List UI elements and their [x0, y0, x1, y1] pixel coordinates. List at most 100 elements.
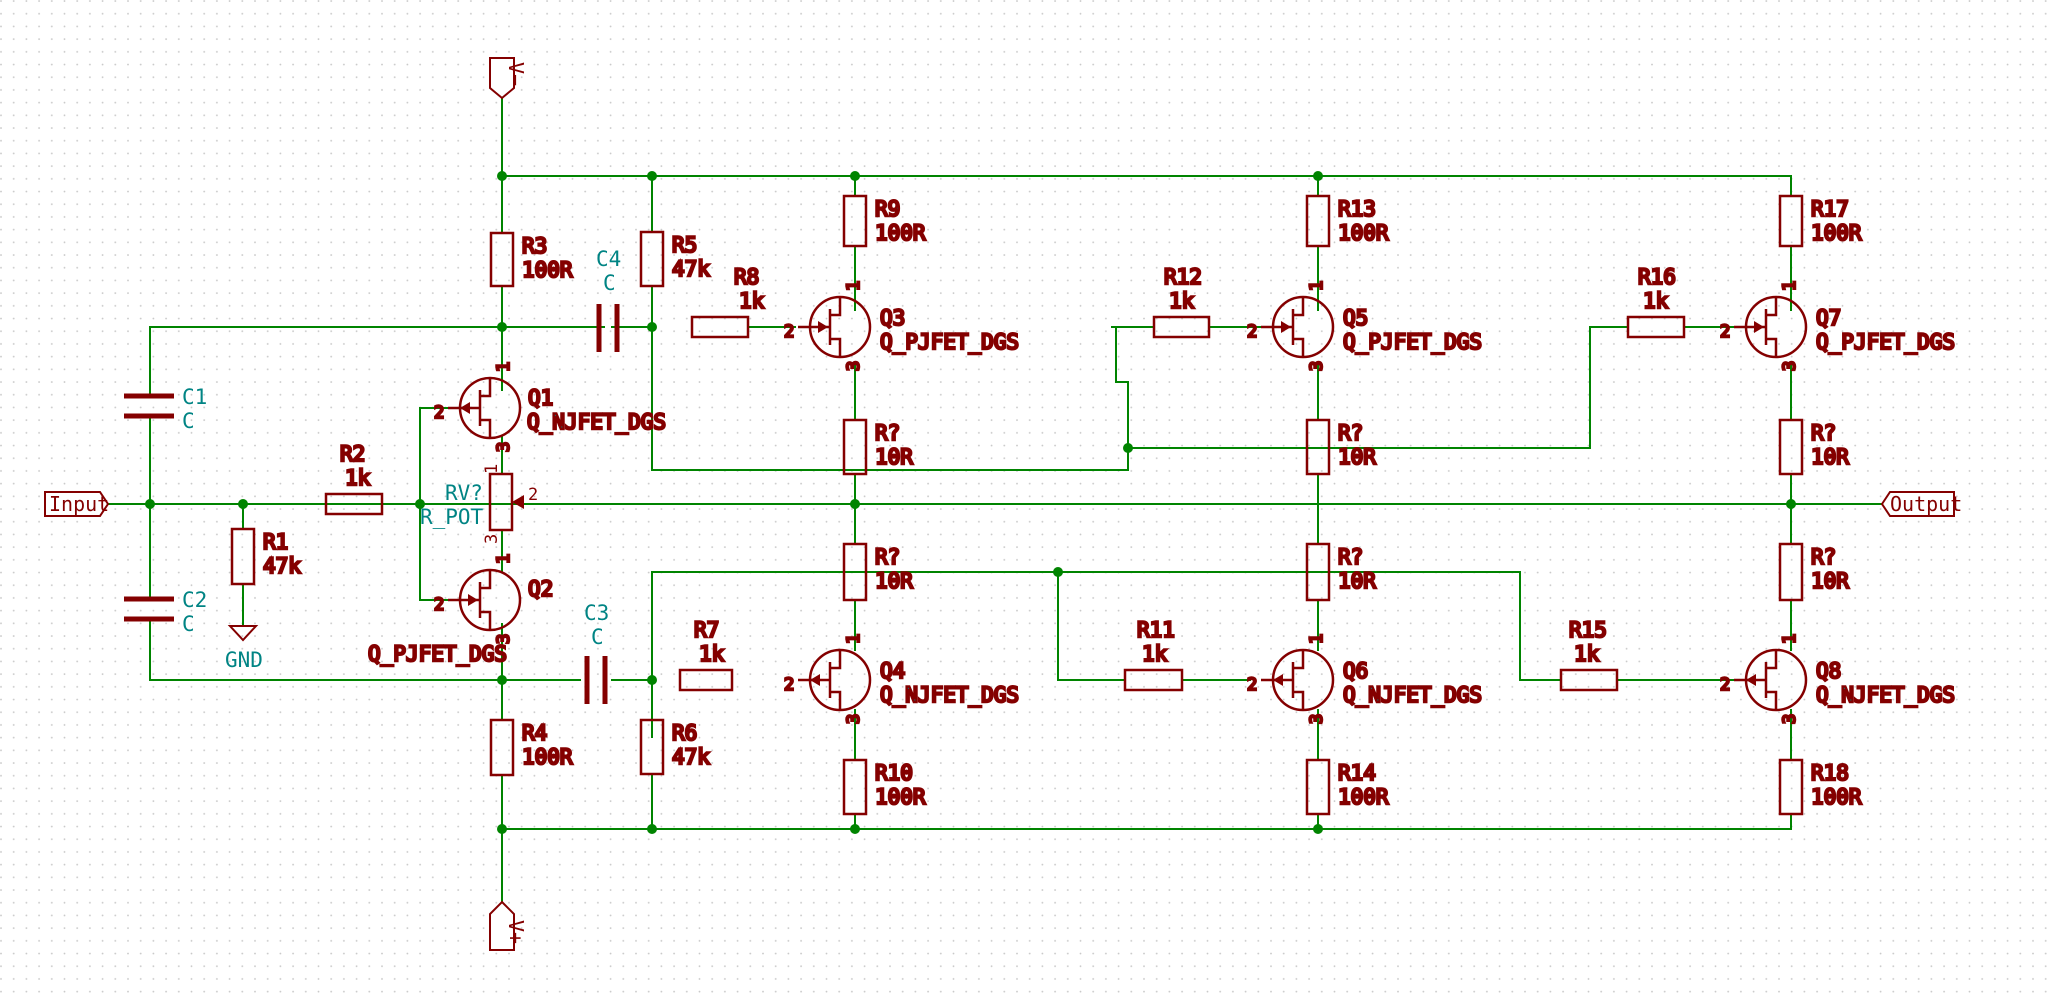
svg-text:C1: C1 — [182, 385, 207, 409]
transistor-ref: Q5 — [1343, 306, 1368, 330]
transistor-value: Q_PJFET_DGS — [1816, 330, 1955, 354]
resistor-value: 100R — [875, 785, 926, 809]
junction-dot — [647, 675, 657, 685]
svg-text:1: 1 — [482, 464, 502, 474]
resistor-value: 1k — [699, 642, 725, 666]
resistor-ref: R? — [875, 545, 900, 569]
resistor-value: 47k — [672, 257, 710, 281]
junction-dot — [145, 499, 155, 509]
transistor-ref: Q3 — [880, 306, 905, 330]
resistor-value: 10R — [875, 569, 913, 593]
resistor-value: 100R — [1811, 221, 1862, 245]
resistor-value: 100R — [1338, 785, 1389, 809]
resistor-value: 10R — [875, 445, 913, 469]
capacitor-c3[interactable]: C3 C — [584, 601, 609, 704]
transistor-value: Q_PJFET_DGS — [1343, 330, 1482, 354]
resistor-rq-19[interactable]: R?10R — [842, 542, 915, 602]
pin-number: 1 — [1307, 281, 1327, 291]
resistor-rq-20[interactable]: R?10R — [1305, 418, 1378, 476]
resistor-value: 100R — [522, 258, 573, 282]
junction-dot — [1313, 824, 1323, 834]
pin-number: 3 — [1307, 714, 1327, 724]
resistor-value: 100R — [522, 745, 573, 769]
transistor-ref: Q6 — [1343, 659, 1368, 683]
resistor-value: 1k — [345, 466, 371, 490]
resistor-rq-22[interactable]: R?10R — [1778, 418, 1851, 476]
svg-text:RV?: RV? — [445, 481, 483, 505]
junction-dot — [1123, 443, 1133, 453]
junction-dot — [497, 322, 507, 332]
resistor-ref: R17 — [1811, 197, 1849, 221]
transistor-ref: Q1 — [528, 386, 553, 410]
svg-text:C2: C2 — [182, 588, 207, 612]
potentiometer-rv[interactable]: RV? R_POT 1 3 2 — [420, 464, 538, 544]
junction-dot — [850, 824, 860, 834]
resistor-value: 100R — [1811, 785, 1862, 809]
junction-dot — [647, 322, 657, 332]
transistor-value: Q_NJFET_DGS — [1343, 683, 1482, 707]
resistor-rq-18[interactable]: R?10R — [842, 418, 915, 476]
svg-text:V−: V− — [504, 62, 528, 86]
svg-text:2: 2 — [528, 485, 538, 505]
junction-dot — [497, 675, 507, 685]
resistor-ref: R? — [875, 421, 900, 445]
capacitor-c2[interactable]: C2 C — [124, 588, 207, 636]
resistor-value: 10R — [1338, 445, 1376, 469]
resistor-value: 1k — [1169, 289, 1195, 313]
resistor-ref: R14 — [1338, 761, 1376, 785]
resistor-rq-21[interactable]: R?10R — [1305, 542, 1378, 602]
vplus-port[interactable]: V+ — [489, 900, 528, 951]
vminus-port[interactable]: V− — [489, 57, 528, 100]
input-port[interactable]: Input — [44, 491, 109, 517]
junction-dot — [1786, 499, 1796, 509]
capacitor-c1[interactable]: C1 C — [124, 385, 207, 433]
pin-number: 3 — [1307, 361, 1327, 371]
resistor-ref: R? — [1811, 421, 1836, 445]
wires — [107, 97, 1883, 903]
resistor-value: 100R — [1338, 221, 1389, 245]
junction-dot — [415, 499, 425, 509]
capacitor-c4[interactable]: C4 C — [596, 247, 621, 352]
resistor-ref: R7 — [694, 618, 719, 642]
resistor-ref: R? — [1338, 545, 1363, 569]
resistor-rq-23[interactable]: R?10R — [1778, 542, 1851, 602]
resistor-ref: R16 — [1638, 265, 1676, 289]
resistor-ref: R6 — [672, 721, 697, 745]
output-port[interactable]: Output — [1880, 491, 1962, 517]
junction-dot — [238, 499, 248, 509]
svg-text:R_POT: R_POT — [420, 505, 484, 529]
junction-dot — [1053, 567, 1063, 577]
resistor-ref: R8 — [734, 265, 759, 289]
junction-dot — [1313, 171, 1323, 181]
pin-number: 3 — [1780, 714, 1800, 724]
svg-text:C: C — [603, 271, 616, 295]
junctions — [145, 171, 1796, 834]
resistor-ref: R? — [1811, 545, 1836, 569]
